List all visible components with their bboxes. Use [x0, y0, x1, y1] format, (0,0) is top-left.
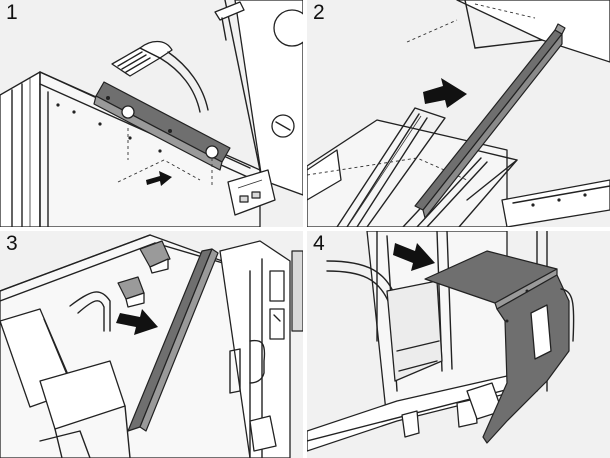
step-2-illustration [307, 0, 610, 227]
step-number: 2 [313, 1, 325, 24]
insert-direction-arrow [393, 243, 435, 271]
step-panel-4: 4 [307, 231, 610, 458]
step-number: 4 [313, 232, 325, 255]
step-panel-3: 3 [0, 231, 303, 458]
step-panel-1: 1 [0, 0, 303, 227]
step-1-illustration [0, 0, 303, 227]
insert-direction-arrow [146, 171, 172, 186]
insert-direction-arrow [423, 78, 467, 108]
step-number: 3 [6, 232, 18, 255]
step-number: 1 [6, 1, 18, 24]
step-panel-2: 2 [307, 0, 610, 227]
step-4-illustration [307, 231, 575, 452]
insert-direction-arrow [116, 309, 158, 335]
step-3-illustration [0, 234, 303, 458]
